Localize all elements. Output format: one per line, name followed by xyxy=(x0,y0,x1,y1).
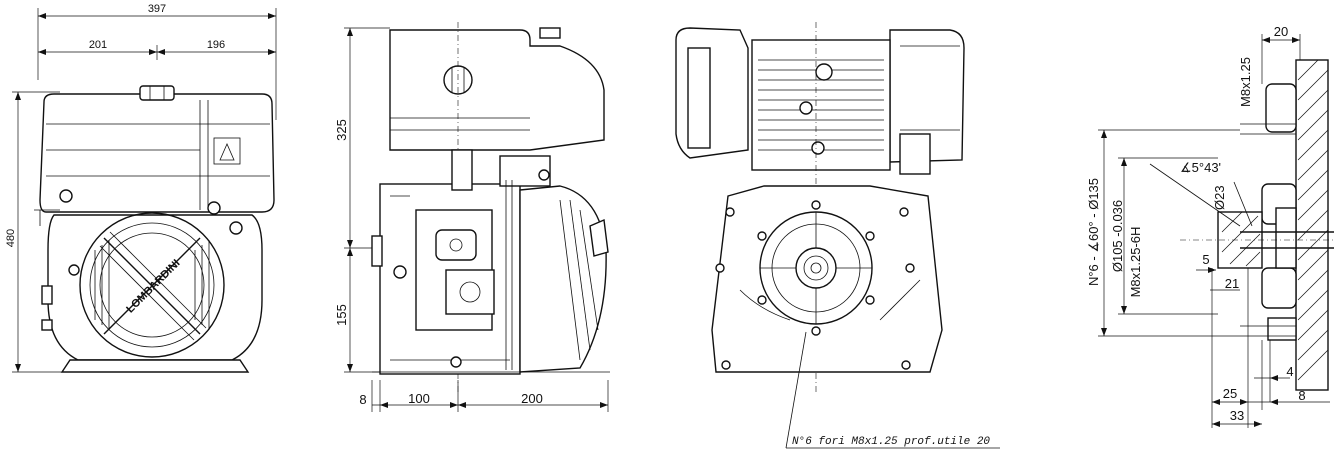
dim-20: 20 xyxy=(1274,24,1288,39)
dim-8: 8 xyxy=(359,392,366,407)
pitch-top: M8x1.25 xyxy=(1238,57,1253,107)
spigot-dia: Ø105 -0.036 xyxy=(1110,200,1125,272)
dim-33: 33 xyxy=(1230,408,1244,423)
bolt-circle: N°6 - ∡60° - Ø135 xyxy=(1086,178,1101,286)
dim-21: 21 xyxy=(1225,276,1239,291)
flange-detail: 20 M8x1.25 N°6 - ∡60° - Ø135 Ø105 -0.036… xyxy=(1086,24,1334,428)
dim-201: 201 xyxy=(89,39,107,51)
dim-325: 325 xyxy=(334,119,349,141)
thread-spec: M8x1.25-6H xyxy=(1128,227,1143,298)
dim-4: 4 xyxy=(1286,364,1293,379)
side-view: 325 155 8 100 200 xyxy=(334,22,610,412)
dim-25: 25 xyxy=(1223,386,1237,401)
dim-100: 100 xyxy=(408,391,430,406)
dim-196: 196 xyxy=(207,39,225,51)
dim-8-detail: 8 xyxy=(1298,388,1305,403)
dim-155: 155 xyxy=(334,304,349,326)
front-view: N°6 fori M8x1.25 prof.utile 20 xyxy=(675,22,1000,449)
dim-200: 200 xyxy=(521,391,543,406)
left-view: 397 201 196 480 xyxy=(5,3,277,373)
dim-480: 480 xyxy=(5,229,17,247)
angle-label: ∡5°43' xyxy=(1180,160,1221,175)
dim-397: 397 xyxy=(148,3,166,15)
mounting-note: N°6 fori M8x1.25 prof.utile 20 xyxy=(792,436,990,448)
dim-5: 5 xyxy=(1202,252,1209,267)
hole-dia: Ø23 xyxy=(1212,185,1227,210)
